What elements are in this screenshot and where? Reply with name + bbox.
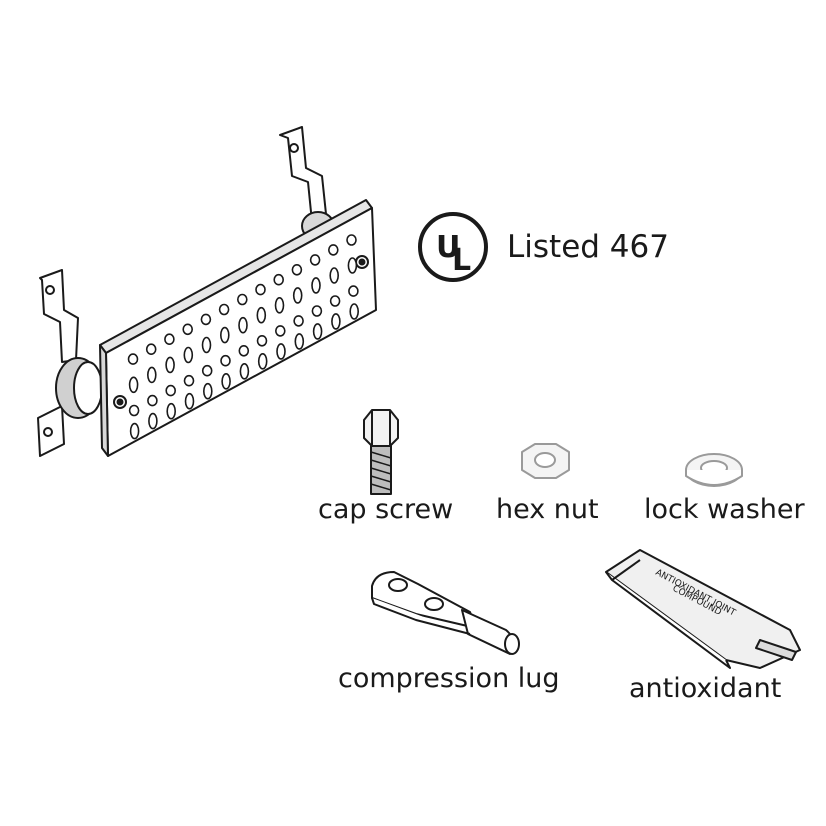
plate-hole	[256, 334, 268, 347]
plate-hole	[257, 352, 268, 370]
plate-hole	[201, 336, 212, 354]
plate-hole	[201, 364, 213, 377]
plate-hole	[274, 325, 286, 337]
plate-hole	[329, 267, 340, 284]
plate-hole	[274, 296, 285, 314]
plate-hole	[312, 323, 323, 340]
plate-hole	[327, 244, 339, 256]
plate-hole	[273, 273, 285, 286]
lock-washer	[685, 453, 743, 487]
antioxidant-tube: ANTIOXIDANT JOINT COMPOUND	[605, 549, 801, 669]
hex-nut-label: hex nut	[496, 494, 599, 525]
ul-logo: U L	[418, 212, 488, 282]
plate-hole	[238, 344, 250, 357]
svg-text:U: U	[436, 230, 460, 265]
plate-hole	[166, 402, 176, 420]
plate-hole	[148, 412, 158, 430]
plate-hole	[128, 376, 139, 394]
plate-hole	[329, 295, 341, 307]
plate-hole	[311, 277, 321, 294]
compression-lug	[371, 571, 520, 655]
cap-screw	[363, 409, 399, 495]
plate-hole	[294, 333, 305, 350]
plate-hole	[128, 404, 140, 417]
plate-hole	[200, 313, 212, 326]
svg-text:L: L	[452, 243, 471, 278]
plate-hole	[218, 303, 230, 316]
plate-hole	[292, 287, 303, 304]
ul-listing-label: Listed 467	[507, 229, 669, 265]
front-mounting-bracket	[37, 269, 103, 457]
plate-hole	[165, 356, 175, 374]
plate-hole	[147, 394, 158, 407]
lock-washer-label: lock washer	[644, 494, 805, 525]
plate-hole	[293, 315, 304, 327]
plate-hole	[220, 326, 230, 344]
plate-hole	[129, 422, 140, 440]
plate-holes	[127, 234, 360, 440]
plate-hole	[184, 392, 195, 410]
antioxidant-label: antioxidant	[629, 673, 782, 704]
plate-hole	[291, 263, 303, 276]
plate-hole	[165, 384, 176, 397]
plate-hole	[331, 313, 341, 330]
plate-hole	[276, 343, 286, 360]
plate-hole	[237, 293, 248, 306]
compression-lug-label: compression lug	[338, 663, 560, 694]
plate-hole	[309, 254, 321, 266]
plate-hole	[145, 343, 157, 356]
plate-hole	[346, 234, 357, 246]
plate-hole	[183, 346, 194, 364]
plate-hole	[203, 382, 213, 400]
plate-hole	[311, 305, 323, 317]
plate-hole	[220, 354, 231, 367]
plate-hole	[164, 333, 175, 346]
plate-hole	[127, 353, 139, 365]
plate-hole	[349, 303, 360, 320]
plate-hole	[238, 316, 248, 334]
plate-hole	[183, 374, 195, 387]
plate-hole	[256, 306, 267, 324]
plate-hole	[239, 362, 250, 380]
plate-hole	[221, 372, 231, 390]
plate-hole	[347, 257, 358, 274]
plate-hole	[182, 323, 193, 336]
plate-hole	[348, 285, 359, 297]
hex-nut	[521, 443, 570, 479]
cap-screw-label: cap screw	[318, 494, 454, 525]
plate-hole	[255, 283, 266, 296]
plate-hole	[147, 366, 157, 384]
